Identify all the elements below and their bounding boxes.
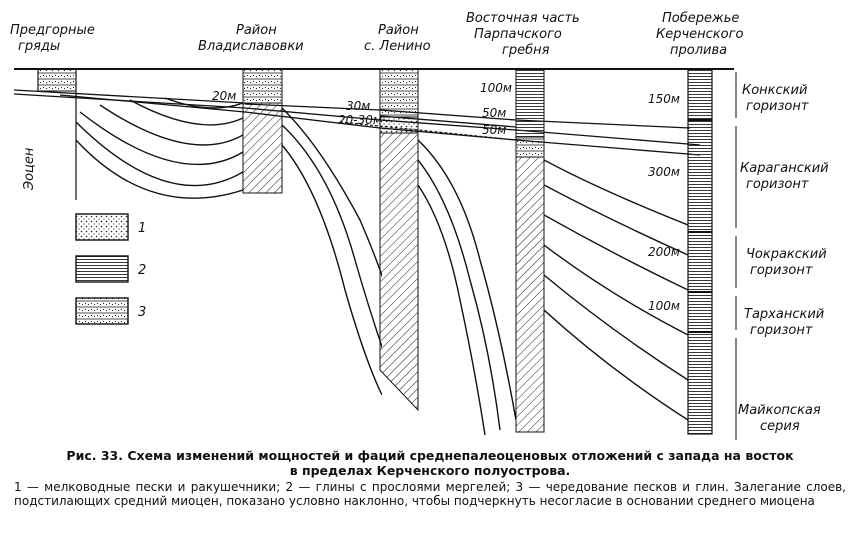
parpach-column bbox=[515, 68, 545, 433]
figure-caption-line1: Рис. 33. Схема изменений мощностей и фац… bbox=[66, 448, 794, 463]
foothills-column bbox=[37, 68, 77, 200]
unconformity-line bbox=[339, 121, 517, 141]
title-parpach-1: Восточная часть bbox=[466, 11, 580, 26]
horizon-tarkhan-2: горизонт bbox=[750, 323, 813, 338]
legend: 1 2 3 bbox=[75, 213, 146, 325]
horizon-tarkhan-1: Тарханский bbox=[744, 307, 824, 322]
legend-item-1: 1 bbox=[75, 213, 146, 241]
title-parpach-2: Парпачского bbox=[474, 27, 562, 42]
title-kerch-1: Побережье bbox=[662, 11, 739, 26]
horizon-maikop-1: Майкопская bbox=[738, 403, 821, 418]
vladislavovka-column bbox=[242, 68, 283, 194]
title-foothills-2: гряды bbox=[18, 39, 60, 54]
horizon-maikop-2: серия bbox=[760, 419, 800, 434]
thk-parpach-low: 50м bbox=[482, 123, 506, 137]
legend-item-3: 3 bbox=[75, 297, 146, 325]
eocene-label: Эоцен bbox=[22, 147, 37, 191]
thickness-labels: 20м 30м 20-30м 100м 50м 50м 150м 300м 20… bbox=[212, 81, 680, 313]
legend-swatch-dots bbox=[75, 213, 129, 241]
thk-kerch-1: 150м bbox=[648, 92, 680, 106]
legend-swatch-lines bbox=[75, 255, 129, 283]
title-vlad-1: Район bbox=[236, 23, 277, 38]
steep-layers-2 bbox=[418, 139, 516, 436]
thk-kerch-2: 300м bbox=[648, 165, 680, 179]
thk-vlad: 20м bbox=[212, 89, 236, 103]
horizon-konk-1: Конкский bbox=[742, 83, 807, 98]
stratigraphic-scheme: Предгорные гряды Район Владиславовки Рай… bbox=[10, 11, 829, 440]
horizon-karagan-1: Караганский bbox=[740, 161, 829, 176]
steep-layers-1 bbox=[282, 107, 382, 396]
horizon-konk-2: горизонт bbox=[746, 99, 809, 114]
title-kerch-3: пролива bbox=[670, 43, 727, 58]
column-titles: Предгорные гряды Район Владиславовки Рай… bbox=[10, 11, 743, 58]
thk-parpach-top: 100м bbox=[480, 81, 512, 95]
title-parpach-3: гребня bbox=[502, 43, 550, 58]
title-lenino-2: с. Ленино bbox=[364, 39, 431, 54]
kerch-column bbox=[687, 68, 713, 435]
thk-kerch-3: 200м bbox=[648, 245, 680, 259]
figure-caption-line2: в пределах Керченского полуострова. bbox=[289, 463, 571, 478]
thk-lenino-top: 30м bbox=[346, 99, 370, 113]
lenino-column bbox=[379, 68, 419, 412]
legend-swatch-mixed bbox=[75, 297, 129, 325]
legend-number-3: 3 bbox=[138, 305, 146, 320]
thk-lenino-bottom: 20-30м bbox=[338, 113, 382, 127]
title-lenino-1: Район bbox=[378, 23, 419, 38]
horizon-chokrak-2: горизонт bbox=[750, 263, 813, 278]
title-vlad-2: Владиславовки bbox=[198, 39, 304, 54]
thk-kerch-4: 100м bbox=[648, 299, 680, 313]
legend-number-1: 1 bbox=[138, 221, 146, 236]
legend-item-2: 2 bbox=[75, 255, 146, 283]
legend-number-2: 2 bbox=[138, 263, 146, 278]
title-kerch-2: Керченского bbox=[656, 27, 743, 42]
horizon-names: Конкский горизонт Караганский горизонт Ч… bbox=[738, 83, 829, 434]
figure-notes: 1 — мелководные пески и ракушечники; 2 —… bbox=[14, 480, 846, 508]
thk-parpach-mid: 50м bbox=[482, 106, 506, 120]
dipping-layers-3 bbox=[544, 159, 688, 421]
syncline-layers bbox=[75, 97, 243, 199]
horizon-chokrak-1: Чокракский bbox=[746, 247, 827, 262]
title-foothills-1: Предгорные bbox=[10, 23, 95, 38]
horizon-karagan-2: горизонт bbox=[746, 177, 809, 192]
